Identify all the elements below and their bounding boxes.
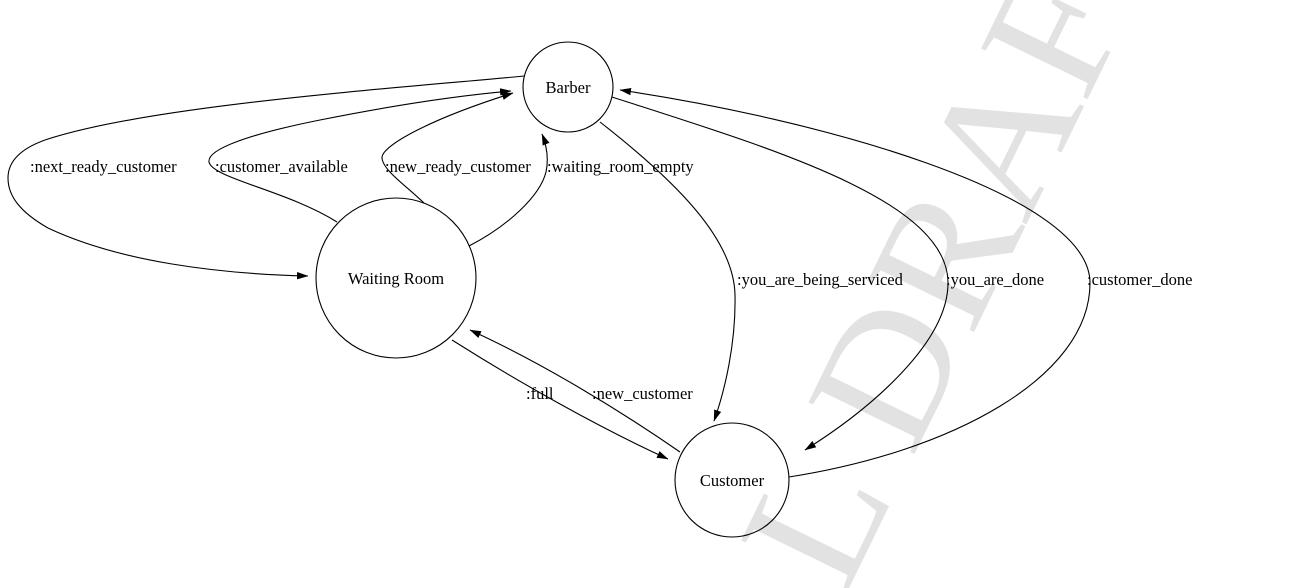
edge-customer-available [208,88,512,223]
waiting-room-node-circle [315,197,477,359]
edge-customer-done [619,87,1091,478]
barber-node: Barber [522,41,614,133]
barber-node-circle [522,41,614,133]
edge-label-customer-available: :customer_available [215,157,348,176]
edge-label-full: :full [526,384,554,403]
waiting-room-node: Waiting Room [315,197,477,359]
edge-label-new-customer: :new_customer [592,384,693,403]
barber-node-label: Barber [546,78,591,97]
edge-you-are-being-serviced [599,121,736,422]
edge-new-customer [469,329,681,453]
edge-full [451,339,669,460]
edge-label-you-are-being-serviced: :you_are_being_serviced [737,270,904,289]
draft-watermark: FINAL DRAFT [510,0,1215,588]
edge-label-next-ready-customer: :next_ready_customer [30,157,177,176]
edge-label-waiting-room-empty: :waiting_room_empty [547,157,694,176]
edge-new-ready-customer [381,92,514,204]
customer-node-label: Customer [700,471,765,490]
edge-next-ready-customer [7,75,525,280]
edge-you-are-done [611,96,949,451]
edge-label-customer-done: :customer_done [1087,270,1192,289]
customer-node-circle [674,422,790,538]
edge-label-you-are-done: :you_are_done [946,270,1044,289]
customer-node: Customer [674,422,790,538]
waiting-room-node-label: Waiting Room [348,269,444,288]
edge-label-new-ready-customer: :new_ready_customer [385,157,531,176]
edge-waiting-room-empty [468,133,550,247]
